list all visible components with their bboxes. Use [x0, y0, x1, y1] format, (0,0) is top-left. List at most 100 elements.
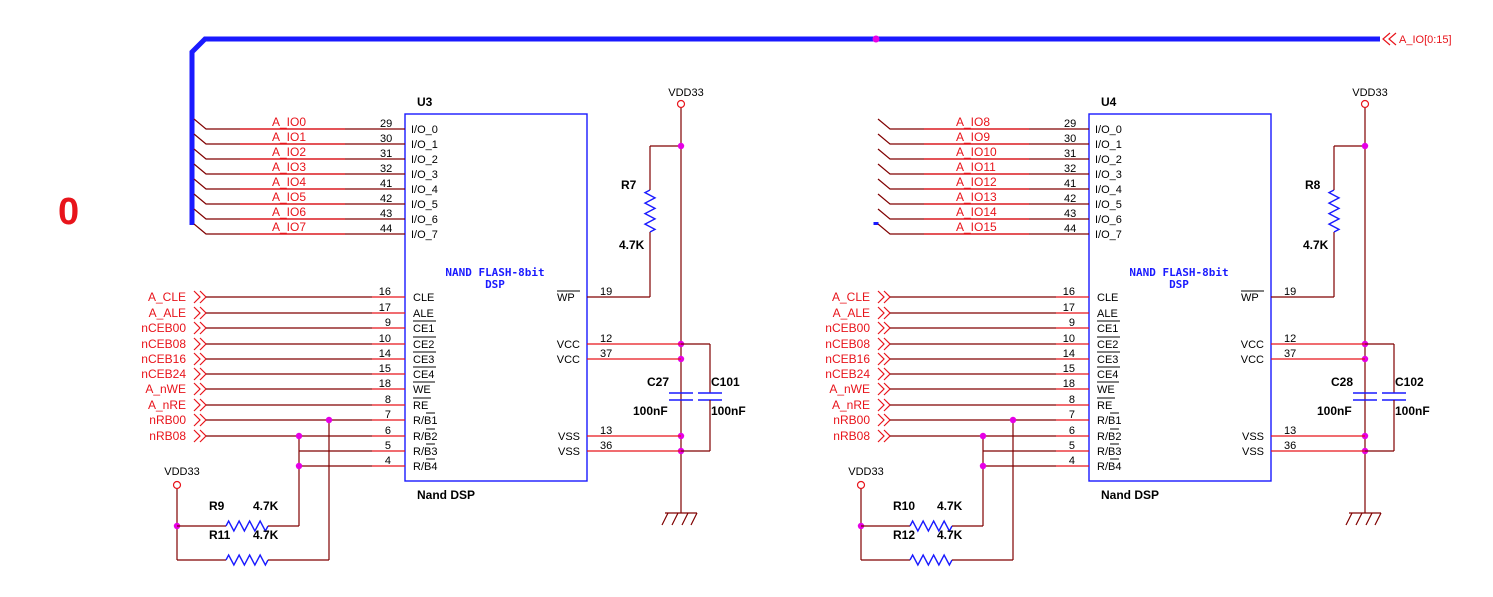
bus-port-label: A_IO[0:15]	[1399, 34, 1452, 46]
cap2-ref: C101	[711, 375, 740, 389]
ctrl-pin-number: 9	[1069, 317, 1075, 329]
ctrl-pin-number: 18	[379, 378, 391, 390]
io-pin-name: I/O_7	[1095, 229, 1122, 241]
ctrl-pin-name: CE3	[1097, 354, 1118, 366]
ctrl-pin-number: 4	[1069, 455, 1075, 467]
io-net-label: A_IO13	[956, 190, 997, 204]
io-pin-name: I/O_3	[1095, 169, 1122, 181]
io-pin-name: I/O_2	[411, 154, 438, 166]
vss-pin-number: 13	[600, 425, 612, 437]
ctrl-port-symbol	[877, 337, 891, 351]
bus-port: A_IO[0:15]	[1382, 32, 1452, 46]
vss-pin-name: VSS	[1242, 431, 1264, 443]
cap2-ref: C102	[1395, 375, 1424, 389]
ctrl-pin-number: 14	[1063, 348, 1075, 360]
io-pin-name: I/O_4	[1095, 184, 1122, 196]
io-pin-number: 44	[1064, 223, 1076, 235]
io-net-label: A_IO11	[956, 160, 996, 174]
ctrl-net-label: nCEB08	[825, 337, 870, 351]
rb-value: 4.7K	[253, 528, 279, 542]
bus-junction	[872, 35, 880, 43]
io-net-label: A_IO2	[272, 145, 306, 159]
ctrl-pin-number: 17	[1063, 302, 1075, 314]
vdd-symbol	[172, 480, 182, 490]
ctrl-pin-number: 15	[1063, 363, 1075, 375]
cap1-value: 100nF	[1317, 404, 1352, 418]
ctrl-net-label: A_nWE	[145, 382, 186, 396]
vcc-pin-name: VCC	[1241, 339, 1264, 351]
chip-subtitle: DSP	[1169, 278, 1189, 291]
ctrl-pin-number: 10	[1063, 333, 1075, 345]
ctrl-port-symbol	[193, 429, 207, 443]
ctrl-port-symbol	[877, 429, 891, 443]
ctrl-net-label: nCEB08	[141, 337, 186, 351]
vdd-right-symbol	[676, 99, 686, 109]
wp-pin-number: 19	[600, 286, 612, 298]
ctrl-pin-number: 18	[1063, 378, 1075, 390]
io-pin-number: 30	[380, 133, 392, 145]
ctrl-net-label: nCEB24	[825, 367, 870, 381]
wp-pin-name: WP	[1241, 292, 1259, 304]
vss-pin-name: VSS	[1242, 446, 1264, 458]
ctrl-pin-name: CE2	[413, 339, 434, 351]
ctrl-pin-number: 5	[385, 440, 391, 452]
io-pin-number: 30	[1064, 133, 1076, 145]
ctrl-net-label: nCEB16	[141, 352, 186, 366]
chip-footer: Nand DSP	[417, 488, 475, 502]
ra-value: 4.7K	[937, 499, 963, 513]
io-pin-number: 42	[380, 193, 392, 205]
pullup-resistor	[643, 189, 657, 233]
io-net-label: A_IO6	[272, 205, 306, 219]
pullup-resistor	[1327, 189, 1341, 233]
ctrl-pin-name: R/B2	[413, 431, 437, 443]
ctrl-pin-number: 10	[379, 333, 391, 345]
chip-ref: U3	[417, 95, 433, 109]
ctrl-pin-name: CLE	[1097, 292, 1118, 304]
junction-dot	[295, 462, 303, 470]
io-pin-name: I/O_0	[411, 124, 438, 136]
ctrl-net-label: nCEB16	[825, 352, 870, 366]
ctrl-pin-name: R/B4	[413, 461, 437, 473]
ctrl-net-label: nRB00	[833, 413, 870, 427]
io-net-label: A_IO10	[956, 145, 997, 159]
ctrl-pin-name: R/B1	[1097, 415, 1121, 427]
io-pin-name: I/O_4	[411, 184, 438, 196]
ctrl-port-symbol	[193, 367, 207, 381]
ctrl-pin-name: CE3	[413, 354, 434, 366]
ctrl-pin-name: ALE	[1097, 308, 1118, 320]
io-pin-number: 41	[1064, 178, 1076, 190]
cap1-value: 100nF	[633, 404, 668, 418]
io-pin-number: 31	[1064, 148, 1076, 160]
ctrl-port-symbol	[877, 306, 891, 320]
io-net-label: A_IO14	[956, 205, 997, 219]
ctrl-port-symbol	[193, 290, 207, 304]
chip-footer: Nand DSP	[1101, 488, 1159, 502]
vdd-right-label: VDD33	[1352, 87, 1387, 99]
vdd-symbol	[856, 480, 866, 490]
io-pin-name: I/O_1	[411, 139, 438, 151]
ctrl-pin-name: R/B3	[1097, 446, 1121, 458]
resistor-a	[909, 519, 953, 533]
io-pin-number: 43	[1064, 208, 1076, 220]
ctrl-pin-number: 7	[385, 409, 391, 421]
ctrl-pin-name: ALE	[413, 308, 434, 320]
io-pin-name: I/O_2	[1095, 154, 1122, 166]
ctrl-net-label: A_nRE	[148, 398, 186, 412]
rb-ref: R11	[209, 528, 231, 542]
vss-pin-name: VSS	[558, 431, 580, 443]
pullup-ref: R8	[1305, 178, 1321, 192]
ctrl-pin-number: 9	[385, 317, 391, 329]
cap1-ref: C27	[647, 375, 669, 389]
io-pin-name: I/O_6	[411, 214, 438, 226]
resistor-a	[225, 519, 269, 533]
io-net-label: A_IO12	[956, 175, 997, 189]
io-pin-number: 42	[1064, 193, 1076, 205]
ctrl-port-symbol	[877, 290, 891, 304]
ctrl-net-label: A_ALE	[833, 306, 870, 320]
ctrl-port-symbol	[193, 306, 207, 320]
ctrl-pin-name: R/B1	[413, 415, 437, 427]
vdd-label: VDD33	[164, 466, 199, 478]
